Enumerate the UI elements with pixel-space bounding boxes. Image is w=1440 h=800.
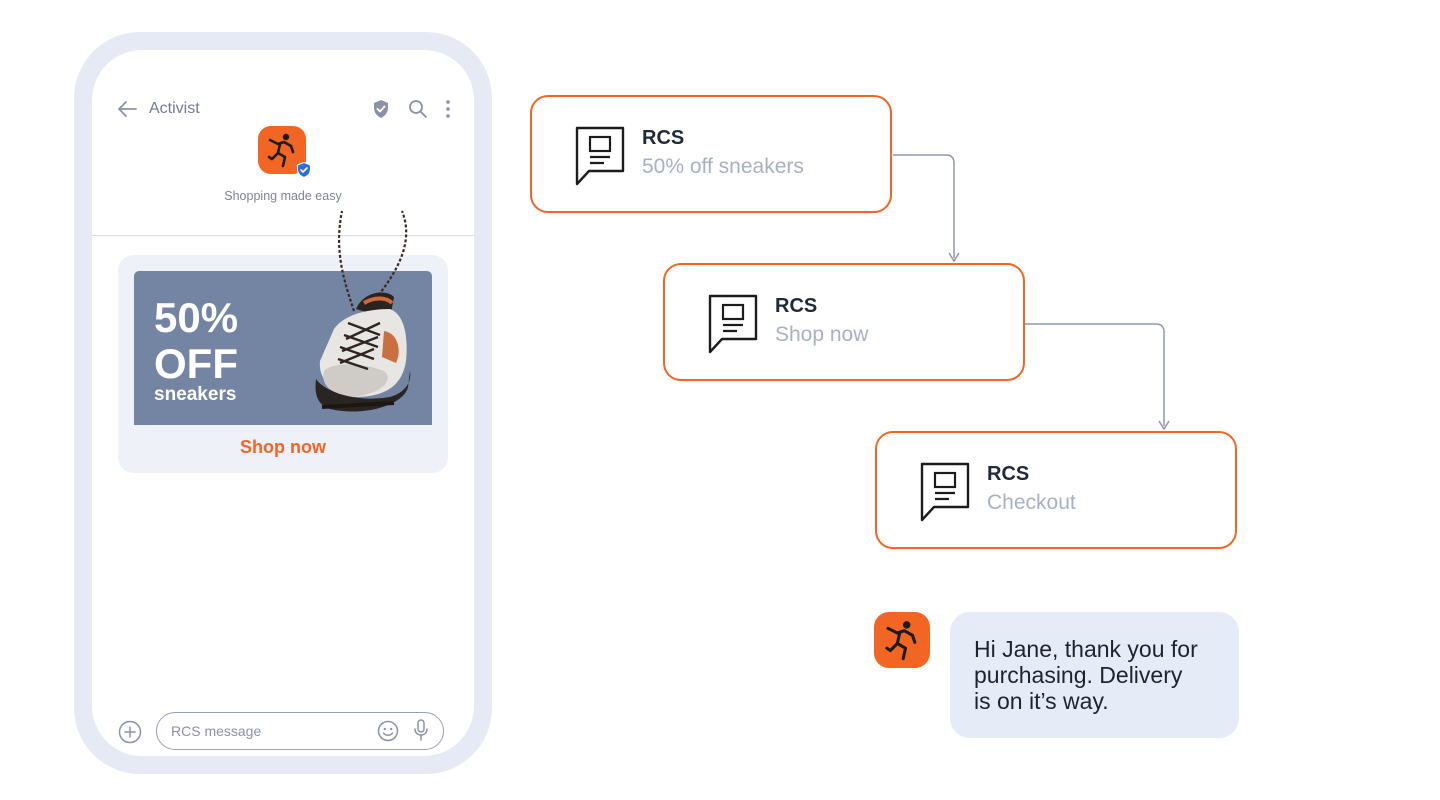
connector-2-3-arrow (1158, 420, 1170, 431)
more-vertical-icon[interactable] (437, 98, 459, 120)
brand-tagline: Shopping made easy (224, 189, 342, 203)
runner-logo-icon (267, 133, 295, 168)
promo-headline-product: sneakers (154, 384, 237, 405)
microphone-icon[interactable] (412, 718, 430, 742)
connector-1-2 (893, 154, 955, 258)
verified-shield-icon[interactable] (370, 98, 392, 120)
plus-circle-icon[interactable] (118, 720, 142, 744)
flow-node-checkout[interactable]: RCS Checkout (875, 431, 1237, 549)
node-title: RCS (987, 463, 1030, 485)
node-subtitle: Shop now (775, 323, 869, 346)
rcs-message-input[interactable] (156, 712, 444, 750)
node-title: RCS (775, 295, 818, 317)
promo-headline-off: OFF (154, 340, 238, 387)
phone-frame: Activist (74, 32, 492, 774)
confirmation-message-bubble: Hi Jane, thank you for purchasing. Deliv… (950, 612, 1239, 738)
rcs-message-icon (575, 126, 625, 186)
chat-header: Activist (92, 94, 474, 126)
node-title: RCS (642, 127, 685, 149)
shop-now-button[interactable]: Shop now (240, 437, 326, 457)
connector-1-2-arrow (948, 252, 960, 263)
phone-screen: Activist (92, 50, 474, 756)
back-button[interactable] (116, 94, 138, 124)
rcs-message-icon (920, 462, 970, 522)
promo-banner[interactable]: 50% OFF sneakers (134, 210, 432, 425)
message-composer (92, 710, 474, 754)
header-divider (92, 235, 474, 236)
search-icon[interactable] (407, 98, 429, 120)
node-subtitle: Checkout (987, 491, 1076, 514)
rich-card[interactable]: 50% OFF sneakers (118, 210, 448, 473)
flow-node-offer[interactable]: RCS 50% off sneakers (530, 95, 892, 213)
emoji-icon[interactable] (377, 720, 399, 742)
brand-name: Activist (149, 100, 200, 117)
runner-logo-icon (885, 621, 917, 661)
flow-node-shop-now[interactable]: RCS Shop now (663, 263, 1025, 381)
promo-headline-percent: 50% (154, 294, 239, 341)
sneaker-image (315, 210, 411, 412)
brand-logo (258, 126, 312, 178)
verified-badge-icon (296, 162, 312, 178)
connector-2-3 (1025, 323, 1165, 426)
node-subtitle: 50% off sneakers (642, 155, 804, 178)
rcs-message-icon (708, 294, 758, 354)
arrow-left-icon (118, 101, 137, 117)
bot-avatar (874, 612, 930, 668)
